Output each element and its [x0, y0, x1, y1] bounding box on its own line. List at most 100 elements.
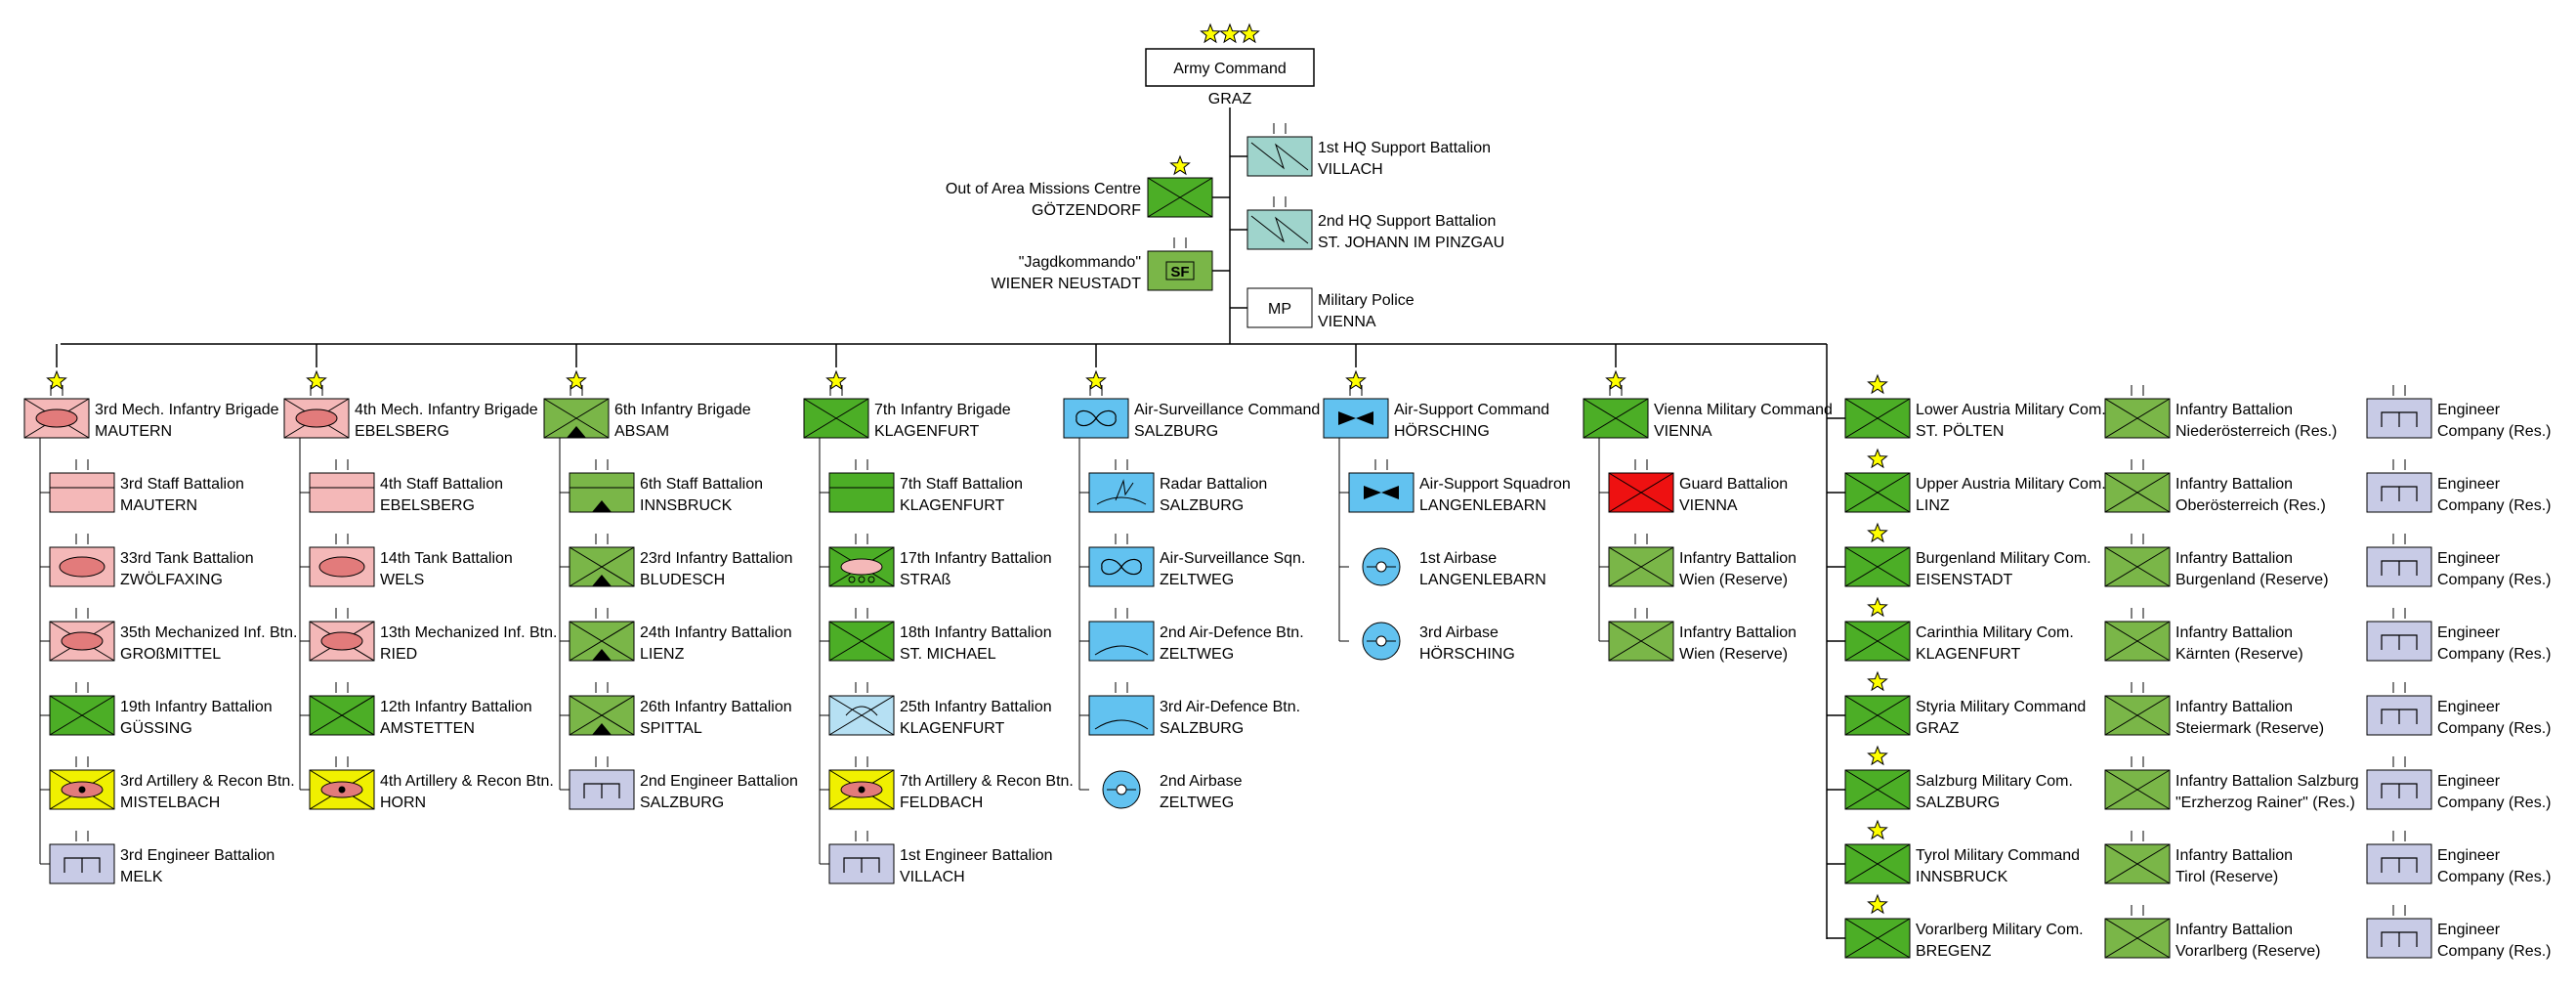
engineer-symbol: [2381, 931, 2418, 947]
bowtie-right: [1356, 411, 1373, 425]
unit-name: Engineer: [2437, 847, 2501, 864]
unit-location: Company (Res.): [2437, 423, 2551, 440]
rank-star-icon: [1867, 522, 1888, 543]
unit-name: Salzburg Military Com.: [1916, 773, 2073, 790]
unit-location: Oberösterreich (Res.): [2175, 497, 2326, 514]
infantry-cross: [2104, 621, 2171, 662]
airbase-hub: [1375, 561, 1387, 573]
unit-name: 1st Engineer Battalion: [900, 847, 1053, 864]
unit-location: SALZBURG: [640, 795, 724, 811]
unit-name: Lower Austria Military Com.: [1916, 402, 2106, 418]
infantry-cross: [2104, 918, 2171, 959]
unit-location: KLAGENFURT: [900, 497, 1005, 514]
unit-location: KLAGENFURT: [900, 720, 1005, 737]
unit-name: 24th Infantry Battalion: [640, 624, 792, 641]
infantry-cross: [828, 621, 895, 662]
mountain-symbol: [592, 500, 612, 512]
unit-location: Kärnten (Reserve): [2175, 646, 2303, 663]
unit-name: Air-Surveillance Sqn.: [1160, 550, 1305, 567]
infantry-cross: [1844, 769, 1911, 810]
infantry-cross: [49, 695, 115, 736]
tracked-symbol: [35, 408, 78, 428]
unit-name: Infantry Battalion Salzburg: [2175, 773, 2359, 790]
subunit: 3rd Air-Defence Btn. SALZBURG: [1079, 682, 1300, 737]
unit-name: 18th Infantry Battalion: [900, 624, 1052, 641]
wheeled-symbol: [840, 558, 883, 576]
unit-location: WIENER NEUSTADT: [992, 276, 1142, 292]
infinity-symbol: [1076, 409, 1117, 427]
airbase-hub: [1375, 635, 1387, 647]
regional-command-row: Vorarlberg Military Com.BREGENZInfantry …: [1827, 893, 2551, 960]
parachute-symbol: [845, 706, 878, 716]
subunit: 35th Mechanized Inf. Btn.GROßMITTEL: [40, 608, 297, 663]
engineer-symbol: [2381, 857, 2418, 873]
unit-name: 3rd Air-Defence Btn.: [1160, 699, 1300, 715]
unit-location: Niederösterreich (Res.): [2175, 423, 2337, 440]
rank-star-icon: [825, 369, 847, 391]
sf-badge-frame: [1165, 261, 1195, 280]
unit-name: Air-Support Command: [1394, 402, 1549, 418]
unit-symbol-frame: [1088, 695, 1155, 736]
unit-location: INNSBRUCK: [640, 497, 733, 514]
engineer-symbol: [2381, 634, 2418, 650]
unit-name: 2nd Engineer Battalion: [640, 773, 798, 790]
engineer-symbol: [583, 783, 620, 798]
unit-name: 33rd Tank Battalion: [120, 550, 254, 567]
unit-name: 7th Staff Battalion: [900, 476, 1023, 493]
unit-location: Tirol (Reserve): [2175, 869, 2278, 885]
regional-command-row: Burgenland Military Com.EISENSTADTInfant…: [1827, 522, 2551, 588]
unit-location: GRAZ: [1916, 720, 1960, 737]
unit-location: ST. MICHAEL: [900, 646, 996, 663]
unit-location: SALZBURG: [1160, 720, 1244, 737]
unit-location: HÖRSCHING: [1419, 645, 1515, 663]
unit-name: Infantry Battalion: [2175, 402, 2293, 418]
unit-location: "Erzherzog Rainer" (Res.): [2175, 795, 2355, 811]
unit-name: 3rd Staff Battalion: [120, 476, 244, 493]
rank-star-icon: [1867, 893, 1888, 915]
unit-location: MELK: [120, 869, 163, 885]
rank-star-icon: [1867, 819, 1888, 840]
regional-commands: Lower Austria Military Com. ST. PÖLTEN Inf…: [1826, 344, 2551, 960]
army-command-location: GRAZ: [1208, 91, 1252, 108]
rank-star-icon: [1169, 154, 1191, 176]
unit-location: Company (Res.): [2437, 572, 2551, 588]
wheel-icon: [867, 576, 875, 583]
infantry-cross: [2104, 843, 2171, 884]
unit-name: 12th Infantry Battalion: [380, 699, 532, 715]
unit-name: Tyrol Military Command: [1916, 847, 2080, 864]
unit-name: 6th Staff Battalion: [640, 476, 763, 493]
unit-name: 19th Infantry Battalion: [120, 699, 273, 715]
rank-star-icon: [1219, 22, 1241, 44]
unit-location: ST. JOHANN IM PINZGAU: [1318, 235, 1504, 251]
bowtie-left: [1364, 486, 1381, 499]
unit-name: 26th Infantry Battalion: [640, 699, 792, 715]
unit-location: LANGENLEBARN: [1419, 497, 1546, 514]
unit-symbol-frame: [828, 472, 895, 513]
unit-location: MISTELBACH: [120, 795, 220, 811]
regional-command-row: Carinthia Military Com.KLAGENFURTInfantr…: [1827, 596, 2551, 663]
sf-badge: SF: [1170, 264, 1189, 280]
rank-star-icon: [1605, 369, 1626, 391]
unit-location: LIENZ: [640, 646, 685, 663]
unit-name: Infantry Battalion: [2175, 699, 2293, 715]
unit-location: BREGENZ: [1916, 943, 1992, 960]
unit-name: Out of Area Missions Centre: [946, 181, 1141, 197]
unit-location: ST. PÖLTEN: [1916, 422, 2004, 440]
unit-location: EISENSTADT: [1916, 572, 2013, 588]
unit-name: Infantry Battalion: [2175, 624, 2293, 641]
unit-location: Burgenland (Reserve): [2175, 572, 2329, 588]
unit-name: Vienna Military Command: [1654, 402, 1833, 418]
engineer-symbol: [2381, 560, 2418, 576]
